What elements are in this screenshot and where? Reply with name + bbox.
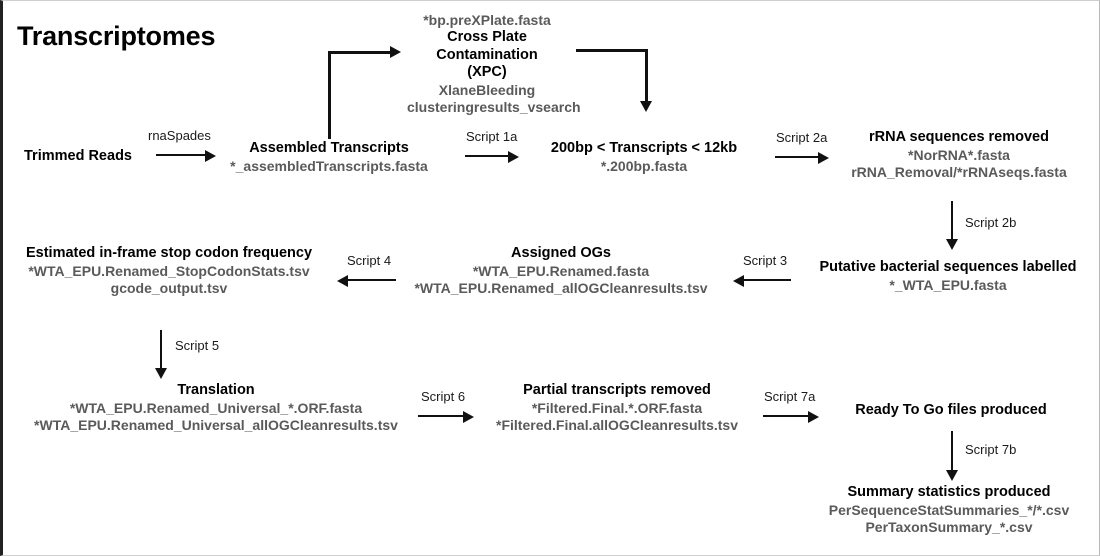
edge-label-script-1a: Script 1a xyxy=(466,129,518,144)
arrow-script-1a-head xyxy=(508,151,519,163)
summary-stats-title: Summary statistics produced xyxy=(847,484,1051,500)
assigned-ogs-title: Assigned OGs xyxy=(511,245,611,261)
bacterial-labelled-title: Putative bacterial sequences labelled xyxy=(819,259,1077,275)
arrow-script-2a-line xyxy=(775,156,821,158)
stop-codon-file-1: *WTA_EPU.Renamed_StopCodonStats.tsv xyxy=(28,262,310,279)
edge-label-script-4: Script 4 xyxy=(347,253,392,268)
edge-label-script-5: Script 5 xyxy=(175,338,220,353)
translation-title: Translation xyxy=(177,382,255,398)
edge-label-script-7b: Script 7b xyxy=(965,442,1017,457)
xpc-output-file-1: XlaneBleeding xyxy=(438,82,536,99)
arrow-script-7a-line xyxy=(763,415,811,417)
xpc-output-file-2: clusteringresults_vsearch xyxy=(407,99,581,116)
node-stop-codon-frequency: Estimated in-frame stop codon frequency … xyxy=(8,245,330,297)
arrow-script-5-line xyxy=(160,330,162,372)
assembled-transcripts-title: Assembled Transcripts xyxy=(249,140,409,156)
node-trimmed-reads: Trimmed Reads xyxy=(13,148,143,166)
rrna-removed-file-1: *NorRNA*.fasta xyxy=(908,146,1010,163)
node-length-filter: 200bp < Transcripts < 12kb *.200bp.fasta xyxy=(533,140,755,175)
assigned-ogs-file-2: *WTA_EPU.Renamed_allOGCleanresults.tsv xyxy=(414,279,708,296)
stop-codon-file-2: gcode_output.tsv xyxy=(110,279,228,296)
node-cross-plate-contamination: *bp.preXPlate.fasta Cross Plate Contamin… xyxy=(407,12,581,116)
xpc-input-file: *bp.preXPlate.fasta xyxy=(423,12,551,28)
edge-label-script-3: Script 3 xyxy=(743,253,788,268)
node-translation: Translation *WTA_EPU.Renamed_Universal_*… xyxy=(5,382,427,434)
edge-label-script-6: Script 6 xyxy=(421,389,466,404)
xpc-title-line3: (XPC) xyxy=(467,64,507,81)
xpc-out-arrow-vertical xyxy=(645,49,648,105)
edge-label-script-7a: Script 7a xyxy=(764,389,816,404)
arrow-script-6-head xyxy=(463,411,474,423)
node-bacterial-labelled: Putative bacterial sequences labelled *_… xyxy=(803,259,1093,294)
arrow-script-2b-line xyxy=(951,201,953,243)
arrow-script-2b-head xyxy=(946,239,958,250)
node-rrna-removed: rRNA sequences removed *NorRNA*.fasta rR… xyxy=(835,129,1083,181)
xpc-title-line2: Contamination xyxy=(436,46,538,63)
length-filter-file-1: *.200bp.fasta xyxy=(600,157,688,174)
edge-label-script-2a: Script 2a xyxy=(776,130,828,145)
edge-label-script-2b: Script 2b xyxy=(965,215,1017,230)
edge-label-rnaspades: rnaSpades xyxy=(148,128,211,143)
translation-file-1: *WTA_EPU.Renamed_Universal_*.ORF.fasta xyxy=(69,399,363,416)
xpc-in-arrow-vertical xyxy=(328,51,331,139)
xpc-in-arrowhead xyxy=(390,46,401,58)
node-partial-removed: Partial transcripts removed *Filtered.Fi… xyxy=(475,382,759,434)
arrow-script-7b-line xyxy=(951,431,953,474)
arrow-script-3-line xyxy=(743,279,791,281)
summary-stats-file-1: PerSequenceStatSummaries_*/*.csv xyxy=(828,501,1070,518)
xpc-out-arrowhead xyxy=(640,101,652,112)
node-ready-to-go: Ready To Go files produced xyxy=(843,402,1059,420)
arrow-script-1a-line xyxy=(465,155,511,157)
arrow-script-4-line xyxy=(348,279,396,281)
node-assigned-ogs: Assigned OGs *WTA_EPU.Renamed.fasta *WTA… xyxy=(399,245,723,297)
assembled-transcripts-file-1: *_assembledTranscripts.fasta xyxy=(230,157,428,174)
partial-removed-file-1: *Filtered.Final.*.ORF.fasta xyxy=(531,399,703,416)
xpc-in-arrow-horizontal xyxy=(328,51,392,54)
arrow-script-4-head xyxy=(337,275,348,287)
rrna-removed-title: rRNA sequences removed xyxy=(869,129,1049,145)
arrow-rnaspades-line xyxy=(156,154,208,156)
node-summary-statistics: Summary statistics produced PerSequenceS… xyxy=(801,484,1097,536)
xpc-title-line1: Cross Plate xyxy=(447,29,527,46)
partial-removed-title: Partial transcripts removed xyxy=(523,382,711,398)
ready-to-go-title: Ready To Go files produced xyxy=(855,402,1047,418)
stop-codon-title: Estimated in-frame stop codon frequency xyxy=(25,245,313,261)
partial-removed-file-2: *Filtered.Final.allOGCleanresults.tsv xyxy=(496,416,738,433)
arrow-script-7a-head xyxy=(808,411,819,423)
node-assembled-transcripts: Assembled Transcripts *_assembledTranscr… xyxy=(219,140,439,175)
trimmed-reads-title: Trimmed Reads xyxy=(24,148,132,164)
rrna-removed-file-2: rRNA_Removal/*rRNAseqs.fasta xyxy=(851,163,1067,180)
arrow-script-3-head xyxy=(733,275,744,287)
arrow-script-7b-head xyxy=(946,470,958,481)
assigned-ogs-file-1: *WTA_EPU.Renamed.fasta xyxy=(472,262,650,279)
xpc-out-arrow-horizontal xyxy=(576,49,648,52)
summary-stats-file-2: PerTaxonSummary_*.csv xyxy=(865,518,1033,535)
page-title: Transcriptomes xyxy=(17,21,216,51)
arrow-script-2a-head xyxy=(818,152,829,164)
translation-file-2: *WTA_EPU.Renamed_Universal_allOGCleanres… xyxy=(34,416,398,433)
bacterial-labelled-file-1: *_WTA_EPU.fasta xyxy=(889,276,1007,293)
length-filter-title: 200bp < Transcripts < 12kb xyxy=(550,140,738,156)
arrow-rnaspades-head xyxy=(205,150,216,162)
arrow-script-6-line xyxy=(418,415,466,417)
arrow-script-5-head xyxy=(155,368,167,379)
